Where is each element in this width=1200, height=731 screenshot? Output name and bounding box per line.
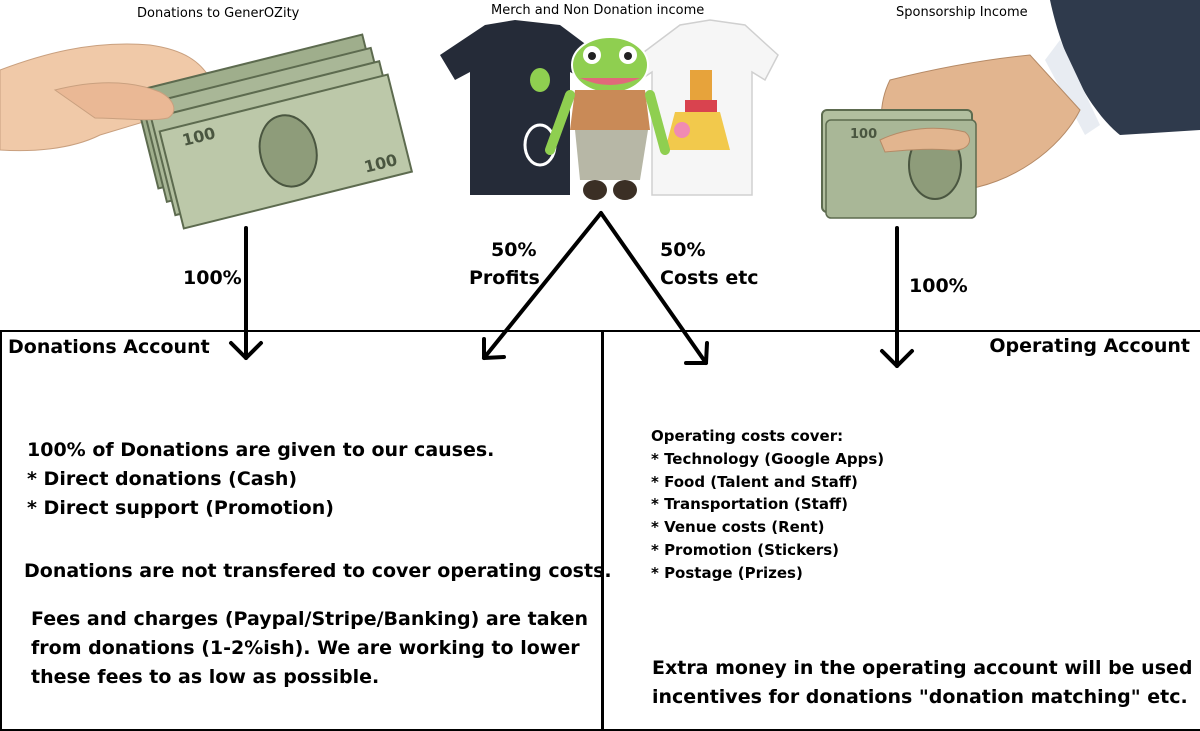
merch-image — [440, 19, 779, 200]
profits-text: Profits — [469, 267, 540, 289]
label-profits: 50% Profits — [469, 236, 540, 292]
arrow-profits — [482, 211, 603, 360]
arrow-costs-head — [684, 341, 709, 365]
operating-item: * Technology (Google Apps) — [651, 449, 885, 468]
fees-line-1: Fees and charges (Paypal/Stripe/Banking)… — [31, 608, 589, 630]
operating-item: * Food (Talent and Staff) — [651, 472, 858, 491]
operating-account-title: Operating Account — [989, 335, 1190, 357]
svg-text:100: 100 — [850, 127, 877, 142]
donations-line-3: * Direct support (Promotion) — [27, 497, 334, 519]
arrow-profits-head — [482, 337, 506, 360]
operating-item: * Transportation (Staff) — [651, 495, 848, 514]
fees-line-2: from donations (1-2%ish). We are working… — [31, 637, 580, 659]
operating-item: * Promotion (Stickers) — [651, 540, 840, 559]
extra-line-2: incentives for donations "donation match… — [652, 686, 1188, 708]
caption-donations: Donations to GenerOZity — [137, 6, 300, 21]
fees-line-3: these fees to as low as possible. — [31, 666, 380, 688]
donations-note: Donations are not transfered to cover op… — [24, 560, 612, 582]
operating-intro: Operating costs cover: — [651, 427, 844, 445]
operating-costs-list: Operating costs cover: * Technology (Goo… — [651, 425, 884, 585]
donations-line-2: * Direct donations (Cash) — [27, 468, 298, 490]
donations-line-1: 100% of Donations are given to our cause… — [27, 439, 495, 461]
label-costs: 50% Costs etc — [660, 236, 759, 292]
donations-account-lines: 100% of Donations are given to our cause… — [27, 436, 494, 523]
profits-percent: 50% — [491, 239, 537, 261]
sponsor-hand-with-cash-image: 100 — [821, 0, 1200, 219]
extra-money-paragraph: Extra money in the operating account wil… — [652, 654, 1200, 712]
operating-item: * Venue costs (Rent) — [651, 518, 825, 537]
costs-percent: 50% — [660, 239, 706, 261]
arrow-donations-head — [229, 341, 263, 360]
caption-merch: Merch and Non Donation income — [491, 3, 705, 18]
donations-account-box — [0, 330, 604, 731]
operating-account-box — [601, 330, 1200, 731]
costs-text: Costs etc — [660, 267, 759, 289]
hand-with-cash-image: 100 100 — [0, 33, 414, 230]
arrow-sponsorship-head — [880, 349, 914, 368]
donations-account-title: Donations Account — [8, 336, 210, 358]
label-sponsorship-100: 100% — [909, 275, 968, 297]
extra-line-1: Extra money in the operating account wil… — [652, 657, 1200, 679]
fees-paragraph: Fees and charges (Paypal/Stripe/Banking)… — [31, 605, 588, 692]
caption-sponsorship: Sponsorship Income — [896, 5, 1028, 20]
arrow-costs — [599, 211, 708, 365]
operating-item: * Postage (Prizes) — [651, 563, 803, 582]
label-donations-100: 100% — [183, 267, 242, 289]
